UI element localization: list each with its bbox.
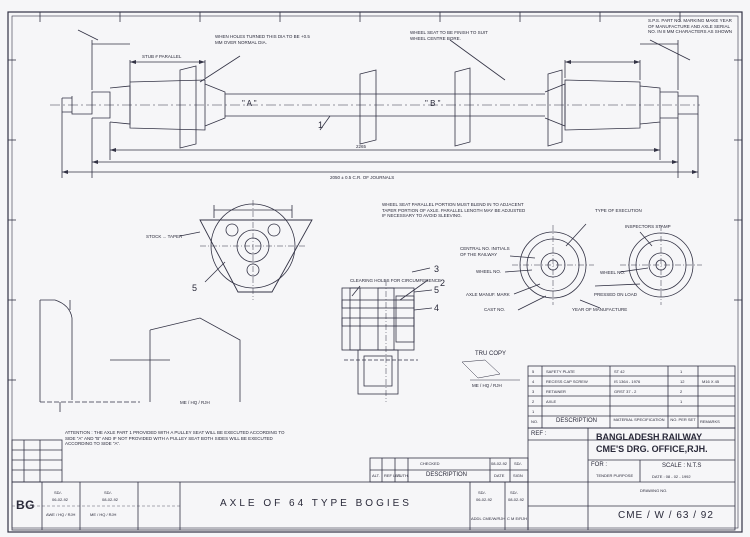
sign-mark-addl: SD/- <box>478 490 486 495</box>
parts-row-5-spec: ST 42 <box>614 369 625 374</box>
stub-parallel-label: STUB # PARALLEL <box>142 54 182 59</box>
parts-row-3-spec: GRST 37 - 2 <box>614 389 637 394</box>
parts-row-5-no: 5 <box>532 369 535 374</box>
title-block-grid <box>11 427 736 531</box>
tru-copy-stamp: TRU COPY <box>475 351 507 357</box>
part-marker-3: 3 <box>434 264 440 274</box>
parts-header-qty: NO. PER SET <box>670 417 696 422</box>
sign-date-cme: 08-02-92 <box>508 497 525 502</box>
journal-centres-dim: 2050 ± 0.5 C.R. OF JOURNALS <box>330 175 395 180</box>
axle-mark-label: AXLE MANUF. MARK <box>466 292 510 297</box>
date-value: DATE : 08 - 02 - 1992 <box>652 474 691 479</box>
type-execution-label: TYPE OF EXECUTION <box>595 208 642 213</box>
year-manufacture-label: YEAR OF MANUFACTURE <box>572 307 628 312</box>
axle-elevation <box>50 29 700 178</box>
parts-row-2-qty: 1 <box>680 399 683 404</box>
parts-row-4-qty: 12 <box>680 379 685 384</box>
part-marker-5-plate: 5 <box>192 283 198 293</box>
part-marker-2: 2 <box>440 278 446 288</box>
parts-row-4-no: 4 <box>532 379 535 384</box>
rev-row-date: 08-02-92 <box>491 461 508 466</box>
parts-row-3-no: 3 <box>532 389 535 394</box>
part-marker-4: 4 <box>434 303 440 313</box>
addl-cme-signatory: ADDL CME/W/RJH <box>471 516 506 521</box>
parts-row-4-spec: IS 1364 - 1976 <box>614 379 641 384</box>
rev-header-description: DESCRIPTION <box>426 472 468 478</box>
parts-row-4-desc: RECESS CAP SCREW <box>546 379 588 384</box>
parts-row-5-qty: 1 <box>680 369 683 374</box>
sign-date-awe: 06-02-92 <box>52 497 69 502</box>
wheel-no-label-right: WHEEL NO. <box>600 270 626 275</box>
rev-row-sign: SD/- <box>514 461 522 466</box>
parts-header-remarks: REMARKS <box>700 419 720 424</box>
wheel-hole-note: WHEN HOLES TURNED THIS DIA TO BE +0.5 MM… <box>215 34 310 45</box>
sign-date-me: 08-02-92 <box>102 497 119 502</box>
side-a-label: " A " <box>242 99 257 108</box>
wheel-seat-views <box>504 223 702 311</box>
axle-end-detail <box>39 299 241 412</box>
retainer-section <box>341 267 433 402</box>
inspectors-stamp-label: INSPECTORS STAMP <box>625 224 671 229</box>
rev-header-sign: SIGN <box>513 473 523 478</box>
central-no-label: CENTRAL NO. INITIALS OF THE RAILWAY <box>460 246 510 257</box>
parts-row-1-no: 1 <box>532 409 535 414</box>
safety-plate-view <box>179 200 313 300</box>
part-marker-5: 5 <box>434 285 440 295</box>
overall-length-dim: 2265 <box>356 144 367 149</box>
scale-value: SCALE : N.T.S <box>662 463 702 469</box>
sign-mark-me: SD/- <box>104 490 112 495</box>
cme-signatory: C M E/RJH <box>507 516 527 521</box>
part-marker-1: 1 <box>318 120 324 130</box>
side-b-label: " B " <box>425 99 441 108</box>
bg-code: BG <box>16 498 35 512</box>
parts-row-3-qty: 2 <box>680 389 683 394</box>
wheel-no-label-left: WHEEL NO. <box>476 269 502 274</box>
parts-row-3-desc: RETAINER <box>546 389 566 394</box>
parts-row-4-rem: M16 X 45 <box>702 379 720 384</box>
rev-header-auth: AUTH. <box>397 473 409 478</box>
sign-mark-awe: SD/- <box>54 490 62 495</box>
ref-label: REF : <box>531 431 547 437</box>
organisation-name: BANGLADESH RAILWAY <box>596 432 703 442</box>
for-value: TENDER PURPOSE <box>596 473 634 478</box>
wheel-seat-parallel-note: WHEEL SEAT PARALLEL PORTION MUST BLEND I… <box>382 202 526 218</box>
rev-header-alt: ALT. <box>372 473 380 478</box>
drawing-title: AXLE OF 64 TYPE BOGIES <box>220 498 412 509</box>
parts-header-description: DESCRIPTION <box>556 418 598 424</box>
me-signatory: ME / HQ / RJH <box>90 512 117 517</box>
rev-header-date: DATE <box>494 473 505 478</box>
parts-header-material: MATERIAL SPECIFICATION <box>613 417 665 422</box>
stock-taper-label: STOCK ... TAPER <box>146 234 183 239</box>
parts-header-no: NO. <box>531 419 539 424</box>
parts-row-2-desc: AXLE <box>546 399 557 404</box>
stamp-signature-caption: ME / HQ / RJH <box>472 383 502 388</box>
for-label: FOR : <box>591 462 607 468</box>
clearing-holes-label: CLEARING HOLES FOR CIRCUMFERENCE <box>350 278 442 283</box>
end-detail-caption: ME / HQ / RJH <box>180 400 210 405</box>
parts-row-2-no: 2 <box>532 399 535 404</box>
rev-row-checked: CHECKED <box>420 461 440 466</box>
wheel-seat-finish-note: WHEEL SEAT TO BE FINISH TO SUIT WHEEL CE… <box>410 30 488 41</box>
parts-row-5-desc: SAFETY PLATE <box>546 369 575 374</box>
spec-marking-note: S.P.S. PART NO. MARKING MAKE YEAR OF MAN… <box>648 18 733 34</box>
sign-mark-cme: SD/- <box>510 490 518 495</box>
cast-no-label: CAST NO. <box>484 307 506 312</box>
sign-date-addl: 06-02-92 <box>476 497 493 502</box>
awe-signatory: AWE / HQ / RJH <box>46 512 76 517</box>
drawing-number: CME / W / 63 / 92 <box>618 510 714 521</box>
pressed-on-load-label: PRESSED ON LOAD <box>594 292 638 297</box>
attention-note: ATTENTION : THE AXLE PART 1 PROVIDED WIT… <box>65 430 285 446</box>
rev-header-ref: REF LET <box>384 473 401 478</box>
drawing-no-label: DRAWING NO. <box>640 488 668 493</box>
organisation-office: CME'S DRG. OFFICE,RJH. <box>596 444 708 454</box>
